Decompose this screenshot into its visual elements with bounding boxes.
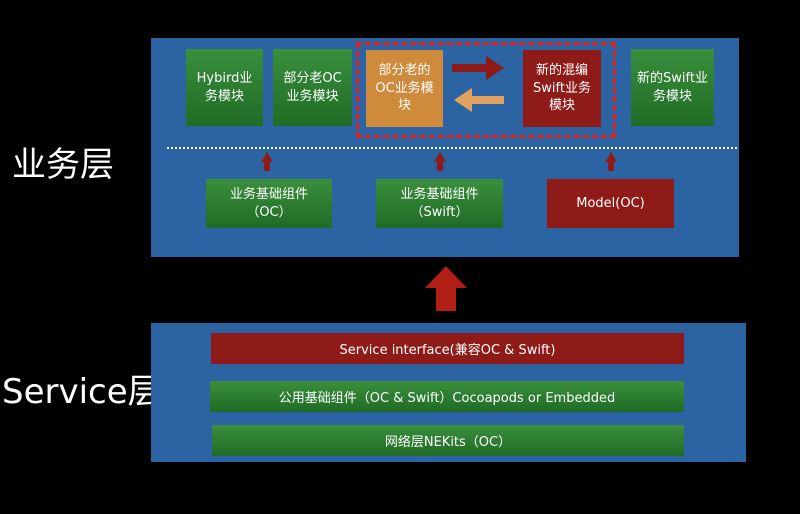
arrow-up-oc-icon	[261, 152, 273, 171]
business-base-swift: 业务基础组件 （Swift）	[376, 179, 503, 228]
common-components-bar: 公用基础组件（OC & Swift）Cocoapods or Embedded	[210, 381, 684, 412]
old-oc-module: 部分老OC 业务模块	[273, 49, 352, 126]
arrow-up-swift-icon	[434, 152, 446, 171]
service-interface-bar: Service interface(兼容OC & Swift)	[211, 333, 684, 364]
network-layer-bar: 网络层NEKits（OC）	[212, 425, 684, 456]
layer-separator	[167, 147, 737, 149]
service-layer-label: Service层	[2, 372, 162, 412]
business-base-oc: 业务基础组件 （OC）	[206, 179, 332, 228]
arrow-left-icon	[454, 88, 504, 112]
arrow-up-large-icon	[425, 266, 467, 311]
new-swift-module: 新的Swift业 务模块	[631, 49, 714, 126]
mixed-swift-module: 新的混编 Swift业务 模块	[523, 50, 601, 127]
model-oc: Model(OC)	[547, 179, 674, 228]
arrow-up-model-icon	[605, 152, 617, 171]
arrow-right-icon	[452, 56, 504, 80]
hybird-module: Hybird业 务模块	[186, 49, 263, 126]
mixed-modules-group	[356, 42, 616, 138]
old-oc-partial-module: 部分老的 OC业务模 块	[366, 50, 443, 127]
business-layer-label: 业务层	[12, 145, 114, 185]
